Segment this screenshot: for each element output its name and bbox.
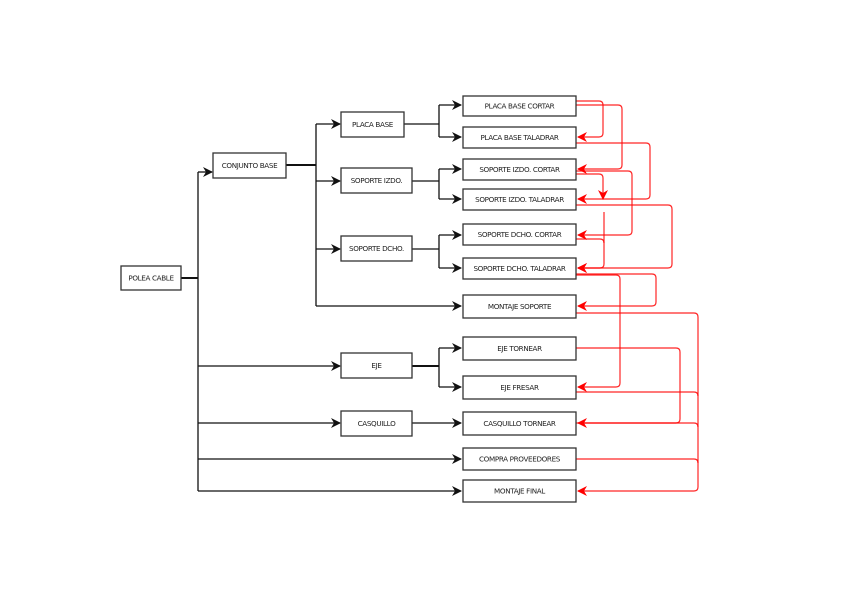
node-label: CONJUNTO BASE — [222, 161, 278, 170]
node-eje-tornear[interactable]: EJE TORNEAR — [462, 336, 577, 361]
node-placa-base[interactable]: PLACA BASE — [340, 111, 405, 138]
node-compra-proveedores[interactable]: COMPRA PROVEEDORES — [462, 447, 577, 471]
edge-placa-base-trunk — [404, 105, 440, 137]
node-label: MONTAJE SOPORTE — [488, 302, 552, 311]
node-label: CASQUILLO — [358, 419, 396, 428]
node-label: SOPORTE IZDO. — [351, 176, 403, 185]
node-placa-base-taladrar[interactable]: PLACA BASE TALADRAR — [462, 126, 577, 149]
node-eje[interactable]: EJE — [340, 352, 413, 379]
node-soporte-dcho-taladrar[interactable]: SOPORTE DCHO. TALADRAR — [462, 257, 577, 280]
dep-montaje-soporte-to-montaje-final — [576, 312, 699, 496]
node-soporte-dcho[interactable]: SOPORTE DCHO. — [340, 235, 413, 262]
node-montaje-soporte[interactable]: MONTAJE SOPORTE — [462, 294, 577, 319]
dep-placa-taladrar-to-izdo-taladrar — [576, 142, 651, 204]
node-polea-cable[interactable]: POLEA CABLE — [120, 265, 182, 291]
dep-izdo-taladrar-to-dcho-taladrar — [576, 204, 673, 273]
dep-casquillo-tornear-to-montaje-final — [576, 422, 699, 428]
dep-dcho-taladrar-to-montaje-soporte — [576, 273, 657, 311]
node-label: PLACA BASE CORTAR — [485, 102, 555, 111]
node-label: MONTAJE FINAL — [494, 487, 545, 496]
node-soporte-izdo[interactable]: SOPORTE IZDO. — [340, 167, 413, 194]
nodes: POLEA CABLE CONJUNTO BASE PLACA BASE SOP… — [120, 95, 577, 503]
dep-placa-cortar-to-izdo-cortar — [576, 104, 623, 174]
hierarchy-edges — [181, 100, 462, 496]
node-casquillo-tornear[interactable]: CASQUILLO TORNEAR — [462, 411, 577, 436]
node-conjunto-base[interactable]: CONJUNTO BASE — [212, 152, 287, 179]
node-casquillo[interactable]: CASQUILLO — [340, 410, 413, 437]
dep-eje-fresar-to-montaje-final — [576, 391, 699, 397]
node-label: SOPORTE IZDO. CORTAR — [479, 165, 560, 174]
node-soporte-dcho-cortar[interactable]: SOPORTE DCHO. CORTAR — [462, 223, 577, 246]
node-label: POLEA CABLE — [128, 274, 174, 283]
dep-dcho-cortar-out — [576, 238, 605, 244]
node-label: SOPORTE DCHO. — [349, 244, 404, 253]
node-soporte-izdo-taladrar[interactable]: SOPORTE IZDO. TALADRAR — [462, 188, 577, 211]
node-soporte-izdo-cortar[interactable]: SOPORTE IZDO. CORTAR — [462, 158, 577, 181]
node-label: EJE — [371, 361, 382, 370]
node-label: PLACA BASE TALADRAR — [480, 133, 558, 142]
node-label: SOPORTE DCHO. TALADRAR — [473, 264, 565, 273]
dep-eje-tornear-to-casquillo-tornear — [576, 347, 681, 428]
dep-compra-proveedores-to-montaje-final — [576, 458, 699, 464]
node-label: SOPORTE DCHO. CORTAR — [478, 230, 562, 239]
edge-soporte-dcho-trunk — [412, 235, 440, 268]
dependency-edges — [576, 100, 699, 496]
node-label: SOPORTE IZDO. TALADRAR — [475, 195, 564, 204]
dep-izdo-cortar-to-izdo-taladrar — [576, 173, 608, 200]
node-placa-base-cortar[interactable]: PLACA BASE CORTAR — [462, 95, 577, 117]
node-label: EJE TORNEAR — [497, 344, 542, 353]
node-label: COMPRA PROVEEDORES — [479, 455, 561, 464]
dep-izdo-cortar-to-dcho-cortar — [576, 170, 633, 240]
node-montaje-final[interactable]: MONTAJE FINAL — [462, 479, 577, 503]
dep-placa-cortar-to-placa-taladrar — [576, 100, 604, 142]
dep-dcho-cortar-to-dcho-taladrar — [577, 212, 605, 273]
node-label: EJE FRESAR — [500, 383, 539, 392]
dep-dcho-taladrar-to-eje-fresar — [576, 274, 621, 392]
node-label: PLACA BASE — [352, 120, 394, 129]
node-eje-fresar[interactable]: EJE FRESAR — [462, 375, 577, 400]
node-label: CASQUILLO TORNEAR — [483, 419, 556, 428]
edge-soporte-izdo-trunk — [412, 169, 440, 199]
